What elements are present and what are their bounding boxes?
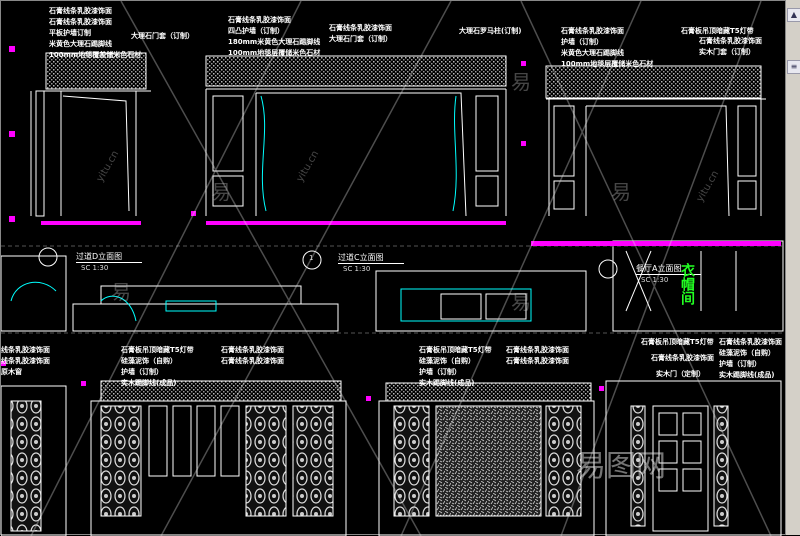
watermark-yi: 易 — [211, 180, 231, 204]
title-dining-a: 餐厅A立面图 — [636, 263, 702, 275]
annotation-a4: 石膏线条乳胶漆饰面大理石门套（订制） — [329, 24, 392, 43]
watermark-yi: 易 — [111, 280, 131, 304]
elevation-bottom-center-left — [90, 380, 347, 536]
watermark-lines — [30, 1, 772, 536]
watermark-yi: 易 — [611, 180, 631, 204]
watermark-brand: 易图网 — [576, 449, 666, 484]
annotation-b7: 石膏线条乳胶漆饰面 — [651, 354, 714, 362]
annotation-b6: 石膏板吊顶暗藏T5灯带 — [641, 338, 714, 346]
annotation-b8: 实木门（定制） — [656, 370, 705, 378]
annotation-a2: 大理石门套（订制） — [131, 32, 194, 40]
elevation-top-right — [545, 65, 766, 217]
elevation-bottom-left — [1, 385, 67, 536]
annotation-b9: 石膏线条乳胶漆饰面硅藻泥饰（自购）护墙（订制）实木踢脚线(成品) — [719, 338, 782, 379]
wardrobe-label: 衣帽间 — [679, 263, 695, 305]
plan-d — [1, 255, 339, 332]
watermark-yi: 易 — [511, 290, 531, 314]
scroll-thumb[interactable]: ≡ — [787, 60, 800, 74]
annotation-a7: 石膏板吊顶暗藏T5灯带 — [681, 27, 754, 35]
plan-a — [612, 240, 784, 332]
elevation-bottom-right — [605, 380, 782, 536]
section-markers — [38, 247, 618, 279]
scale-a: SC 1:30 — [641, 276, 669, 284]
elevation-top-center — [205, 55, 507, 217]
annotation-b4: 石膏板吊顶暗藏T5灯带硅藻泥饰（自购）护墙（订制）实木踢脚线(成品) — [419, 346, 492, 387]
annotation-b2: 石膏板吊顶暗藏T5灯带硅藻泥饰（自购）护墙（订制）实木踢脚线(成品) — [121, 346, 194, 387]
section-marker-label: 1 — [309, 254, 314, 262]
annotation-b1: 线条乳胶漆饰面线条乳胶漆饰面原木窗 — [1, 346, 50, 376]
annotation-a5: 大理石罗马柱(订制) — [459, 27, 522, 35]
scale-c: SC 1:30 — [343, 265, 371, 273]
scale-d: SC 1:30 — [81, 264, 109, 272]
dimension-markers — [1, 46, 781, 401]
scroll-up-icon[interactable]: ▲ — [787, 8, 800, 22]
annotation-a8: 石膏线条乳胶漆饰面实木门套（订制） — [699, 37, 762, 56]
title-corridor-d: 过道D立面图 — [76, 251, 143, 263]
annotation-b3: 石膏线条乳胶漆饰面石膏线条乳胶漆饰面 — [221, 346, 284, 365]
elevation-top-left — [30, 52, 151, 217]
elevation-bottom-center-right — [378, 382, 595, 536]
watermark-yi: 易 — [511, 70, 531, 94]
title-corridor-c: 过道C立面图 — [338, 252, 404, 264]
annotation-b5: 石膏线条乳胶漆饰面石膏线条乳胶漆饰面 — [506, 346, 569, 365]
vertical-scrollbar[interactable]: ▲ ≡ — [785, 0, 800, 535]
plan-c — [375, 270, 587, 332]
